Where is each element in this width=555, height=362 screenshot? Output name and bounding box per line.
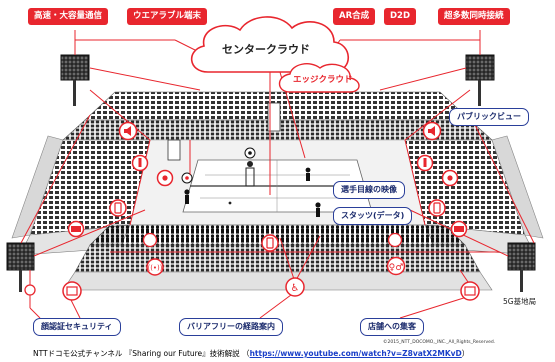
center-cloud-label: センタークラウド: [222, 43, 310, 56]
display-icon-right: [387, 232, 403, 248]
svg-text:((•)): ((•)): [147, 264, 162, 272]
caption-close: ）: [461, 349, 470, 358]
label-wearable: ウエアラブル端末: [127, 8, 208, 25]
label-stats: スタッツ(データ): [333, 207, 413, 225]
edge-cloud-label: エッジクラウド: [293, 75, 353, 85]
base-station-label: 5G基地局: [503, 297, 537, 306]
wheelchair-icon: ♿: [285, 277, 305, 297]
label-multi-connect: 超多数同時接続: [438, 8, 510, 25]
restroom-icon: ♀♂: [386, 256, 406, 276]
feature-icons: ((•)) ♀♂ ♿: [24, 121, 480, 301]
gate-icon-right: [450, 220, 468, 238]
label-player-view: 選手目線の映像: [333, 181, 405, 199]
lower-stands: [62, 224, 493, 291]
caption: NTTドコモ公式チャンネル 『Sharing our Future』技術解説 （…: [33, 350, 469, 358]
shop-icon-right: [460, 281, 480, 301]
base-station-towers: [6, 54, 536, 292]
caption-text: NTTドコモ公式チャンネル 『Sharing our Future』技術解説 （: [33, 349, 250, 358]
stadium-roof: [11, 135, 544, 239]
label-store: 店舗への集客: [360, 318, 424, 336]
camera-icon-right: [441, 169, 459, 187]
label-high-capacity: 高速・大容量通信: [28, 8, 109, 25]
wifi-icon: ((•)): [146, 258, 164, 276]
phone-icon-center: [261, 234, 279, 252]
display-icon-left: [142, 232, 158, 248]
smartphone-icon-right: [428, 199, 446, 217]
label-barrier-free: バリアフリーの経路案内: [179, 318, 283, 336]
gate-icon-left: [67, 220, 85, 238]
smartphone-icon-left: [109, 199, 127, 217]
sensor-icon-left: [131, 154, 149, 172]
label-public-view: パブリックビュー: [449, 108, 529, 126]
speaker-icon-left: [118, 121, 138, 141]
label-d2d: D2D: [384, 8, 417, 25]
camera-icon-left: [156, 169, 174, 187]
svg-text:♿: ♿: [291, 283, 300, 294]
label-face-security: 顔認証セキュリティ: [33, 318, 121, 336]
svg-text:♀♂: ♀♂: [389, 263, 404, 273]
label-ar: AR合成: [333, 8, 376, 25]
caption-link[interactable]: https://www.youtube.com/watch?v=Z8vatX2M…: [249, 349, 462, 358]
face-scan-icon: [24, 284, 36, 296]
cloud-shape: [190, 16, 360, 93]
copyright-text: ©2015_NTT_DOCOMO,_INC._All_Rights_Reserv…: [383, 340, 496, 345]
shop-icon-left: [62, 281, 82, 301]
sensor-icon-right: [416, 154, 434, 172]
speaker-icon-right: [422, 121, 442, 141]
